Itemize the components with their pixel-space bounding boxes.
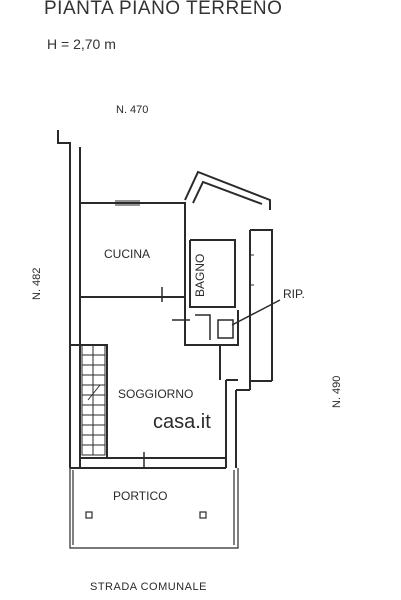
door-markers [143, 287, 281, 468]
windows [115, 200, 254, 286]
outer-walls [57, 130, 273, 469]
neighbor-west-label: N. 482 [31, 268, 43, 300]
room-label-living: SOGGIORNO [118, 387, 193, 401]
ceiling-height-label: H = 2,70 m [47, 36, 116, 52]
neighbor-north-label: N. 470 [116, 104, 148, 116]
staircase [81, 344, 106, 456]
porch-columns [85, 511, 207, 519]
street-label: STRADA COMUNALE [90, 581, 207, 593]
plan-title: PIANTA PIANO TERRENO [44, 0, 283, 19]
watermark-logo: casa.it [153, 411, 211, 433]
room-label-kitchen: CUCINA [104, 247, 150, 261]
porch-outline [69, 468, 239, 549]
interior-walls [70, 232, 239, 458]
room-label-bathroom: BAGNO [193, 254, 207, 297]
neighbor-east-label: N. 490 [331, 376, 343, 408]
bay-window [184, 170, 271, 210]
room-label-porch: PORTICO [113, 489, 167, 503]
room-label-storage: RIP. [283, 287, 305, 301]
